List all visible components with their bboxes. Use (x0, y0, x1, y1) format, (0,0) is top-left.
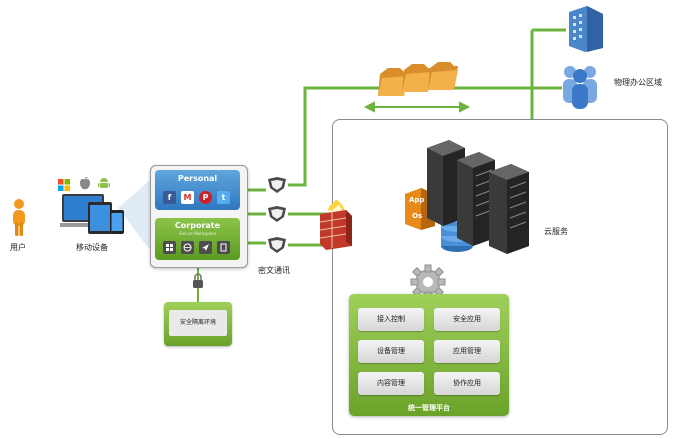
app-label: App (409, 196, 425, 204)
mobile-devices-image (58, 192, 126, 238)
corporate-title: Corporate (174, 221, 221, 230)
corp-app-globe-icon (181, 241, 194, 254)
module-device-management: 设备管理 (358, 340, 424, 363)
apple-icon (79, 175, 91, 190)
pinterest-icon: P (199, 191, 212, 204)
corp-app-grid-icon (163, 241, 176, 254)
folder-icon (378, 60, 462, 100)
encrypted-comm-label: 密文通讯 (258, 266, 290, 275)
corp-app-doc-icon (217, 241, 230, 254)
user-label: 用户 (10, 243, 26, 252)
server-rack-icon (427, 134, 531, 254)
physical-office-label: 物理办公区域 (614, 78, 662, 87)
corporate-panel: Corporate Secure Workspace (155, 218, 240, 260)
isolation-label: 安全隔离环境 (169, 310, 227, 336)
people-icon (560, 63, 600, 109)
cloud-service-label: 云服务 (544, 227, 568, 236)
corporate-subtitle: Secure Workspace (179, 231, 216, 236)
gmail-icon: M (181, 191, 194, 204)
lock-icon (192, 273, 204, 289)
building-icon (565, 4, 605, 52)
module-access-control: 接入控制 (358, 308, 424, 331)
module-content-management: 内容管理 (358, 372, 424, 395)
facebook-icon: f (163, 191, 176, 204)
shield-icon-2 (266, 205, 288, 223)
personal-title: Personal (177, 174, 218, 183)
twitter-icon: t (217, 191, 230, 204)
person-icon (12, 198, 26, 238)
os-label: Os (412, 212, 423, 220)
corp-app-send-icon (199, 241, 212, 254)
windows-icon (58, 176, 70, 191)
unified-management-platform: 接入控制 安全应用 设备管理 应用管理 内容管理 协作应用 统一管理平台 (349, 294, 509, 416)
module-app-management: 应用管理 (434, 340, 500, 363)
android-icon (98, 175, 110, 188)
shield-icon (266, 176, 288, 194)
personal-panel: Personal f M P t (155, 170, 240, 210)
firewall-icon (316, 198, 356, 252)
mobile-devices-label: 移动设备 (76, 243, 108, 252)
security-isolation-environment: 安全隔离环境 (164, 302, 232, 346)
shield-icon-3 (266, 236, 288, 254)
platform-title: 统一管理平台 (408, 404, 450, 412)
module-collaboration-apps: 协作应用 (434, 372, 500, 395)
module-security-apps: 安全应用 (434, 308, 500, 331)
